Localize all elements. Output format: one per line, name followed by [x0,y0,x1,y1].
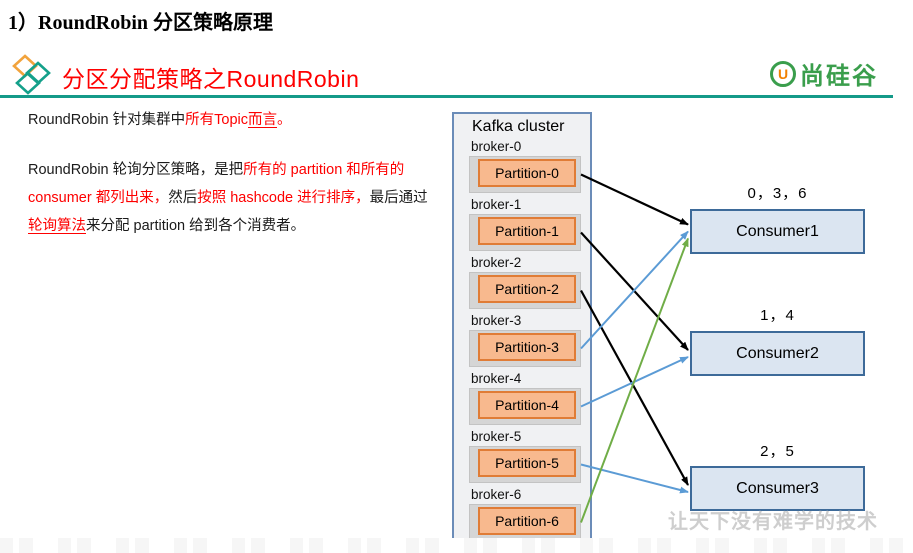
consumer-box-0: Consumer1 [690,209,865,254]
intro-plain-text: RoundRobin 针对集群中 [28,112,186,128]
consumer-box-1: Consumer2 [690,331,865,376]
assignment-arrow-p0-c0 [580,173,689,226]
assignment-arrow-p4-c1 [580,356,689,408]
bottom-watermark-strip [0,538,913,553]
partition-box-6: Partition-6 [469,504,581,541]
intro-highlight-text: 所有Topic [185,112,249,128]
partition-label-4: Partition-4 [478,391,576,419]
brand-logo: U 尚硅谷 [770,56,878,91]
assignment-label-0: 0，3，6 [747,185,808,202]
assignment-label-1: 1，4 [760,307,795,324]
partition-label-2: Partition-2 [478,275,576,303]
partition-box-0: Partition-0 [469,156,581,193]
broker-label-0: broker-0 [471,139,522,154]
partition-label-0: Partition-0 [478,159,576,187]
intro-highlight-text: 而言 [248,112,278,128]
intro-text: RoundRobin 针对集群中所有Topic而言。 RoundRobin 轮询… [28,106,442,240]
assignment-arrow-p5-c2 [580,463,689,494]
intro-plain-text: 最后通过 [369,190,428,206]
page-title: 1）RoundRobin 分区策略原理 [8,12,274,34]
intro-highlight-text: 按照 hashcode 进行排序， [197,190,370,206]
partition-label-5: Partition-5 [478,449,576,477]
assignment-label-2: 2，5 [760,443,795,460]
broker-label-4: broker-4 [471,371,522,386]
watermark-text: 让天下没有难学的技术 [668,511,878,533]
intro-highlight-text: 所有的 partition 和所有的 consumer 都列出来， [28,162,405,206]
intro-paragraph-2: RoundRobin 轮询分区策略，是把所有的 partition 和所有的 c… [28,156,442,240]
section-heading: 分区分配策略之RoundRobin [62,66,360,92]
broker-label-1: broker-1 [471,197,522,212]
broker-label-3: broker-3 [471,313,522,328]
intro-plain-text: RoundRobin 轮询分区策略，是把 [28,162,244,178]
assignment-arrow-p1-c1 [580,231,689,351]
broker-label-2: broker-2 [471,255,522,270]
partition-label-6: Partition-6 [478,507,576,535]
assignment-arrow-p2-c2 [580,289,689,486]
cluster-title: Kafka cluster [472,118,565,135]
partition-box-3: Partition-3 [469,330,581,367]
partition-box-2: Partition-2 [469,272,581,309]
intro-plain-text: 然后 [168,190,198,206]
assignment-arrow-p3-c0 [580,230,689,350]
diamonds-icon [8,54,54,101]
assignment-arrow-p6-c0 [580,237,689,523]
consumer-box-2: Consumer3 [690,466,865,511]
partition-box-4: Partition-4 [469,388,581,425]
brand-name: 尚硅谷 [800,63,878,90]
broker-label-6: broker-6 [471,487,522,502]
partition-box-1: Partition-1 [469,214,581,251]
partition-label-1: Partition-1 [478,217,576,245]
intro-plain-text: 来分配 partition 给到各个消费者。 [86,218,306,234]
intro-paragraph-1: RoundRobin 针对集群中所有Topic而言。 [28,106,442,134]
header-underline [0,95,893,98]
partition-box-5: Partition-5 [469,446,581,483]
brand-u-icon: U [770,60,796,87]
partition-label-3: Partition-3 [478,333,576,361]
intro-highlight-text: 轮询算法 [28,218,86,234]
intro-highlight-text: 。 [277,112,292,128]
broker-label-5: broker-5 [471,429,522,444]
